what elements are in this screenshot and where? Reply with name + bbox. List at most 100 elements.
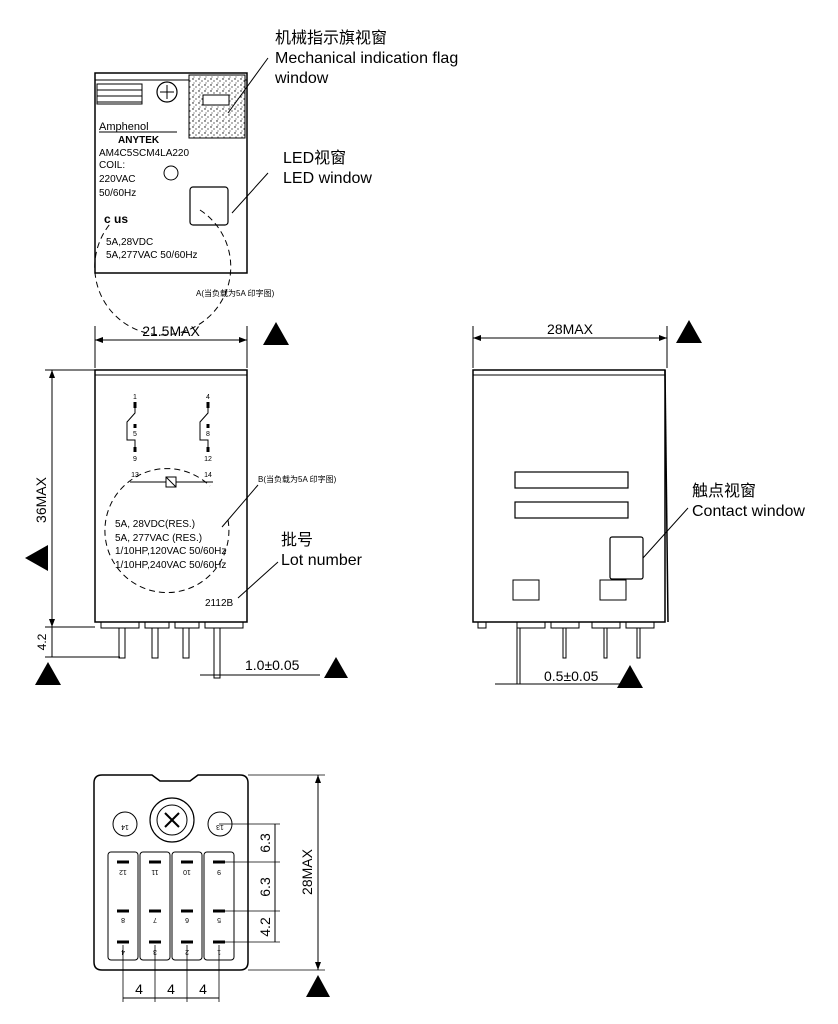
- arrow-head: [239, 337, 247, 343]
- triangle-mark: [617, 665, 643, 688]
- side-foot: [550, 621, 580, 629]
- arrow-head: [315, 775, 321, 783]
- flag-callout-cn: 机械指示旗视窗: [275, 29, 387, 47]
- arrow-head: [49, 370, 55, 378]
- pin-label-1: 1: [133, 394, 137, 401]
- flag-indicator: [202, 94, 230, 106]
- side-pin-dim: 0.5±0.05: [544, 668, 599, 684]
- test-button-icon: [156, 81, 178, 103]
- row-dim-1: 6.3: [257, 833, 273, 853]
- flag-callout-en2: window: [274, 70, 329, 87]
- base-screw: [149, 797, 195, 843]
- pin-label-13: 13: [131, 472, 139, 479]
- side-pin: [562, 627, 567, 659]
- contact-leader: [642, 507, 689, 559]
- pin-thickness-dim: 1.0±0.05: [245, 657, 300, 673]
- bottom-pin-7: 7: [153, 916, 157, 923]
- base-screw-inner: [156, 804, 188, 836]
- pin-length-dim: 4.2: [35, 633, 49, 650]
- pin-slots: [117, 860, 225, 944]
- bottom-pin-5: 5: [217, 916, 221, 923]
- pin-label-5: 5: [133, 431, 137, 438]
- side-pin: [636, 627, 641, 659]
- pin-terminal: [182, 627, 190, 659]
- side-view: 28MAX 0.5±0.05 触点视窗 Contact window: [472, 320, 805, 688]
- bottom-pin-13: 13: [216, 823, 224, 830]
- arrow-head: [95, 337, 103, 343]
- lot-leader: [237, 561, 279, 599]
- ul-mark: c us: [104, 212, 128, 226]
- bottom-pin-10: 10: [183, 868, 191, 875]
- triangle-mark: [306, 975, 330, 997]
- col-dim-3: 4: [199, 981, 207, 997]
- triangle-mark: [263, 322, 289, 345]
- arrow-head: [315, 962, 321, 970]
- flag-callout-en: Mechanical indication flag: [275, 50, 458, 67]
- triangle-mark: [676, 320, 702, 343]
- triangle-mark: [35, 662, 61, 685]
- pin-terminal: [213, 627, 221, 679]
- rating-line-4: 1/10HP,240VAC 50/60Hz: [115, 560, 226, 571]
- detail-circle-b: [104, 468, 230, 594]
- base-block: [174, 621, 200, 629]
- label-rating2: 5A,277VAC 50/60Hz: [106, 250, 198, 261]
- label-view: Amphenol ANYTEK AM4C5SCM4LA220 COIL: 220…: [94, 29, 458, 336]
- label-brand: Amphenol: [99, 121, 149, 133]
- flag-leader: [227, 57, 269, 114]
- side-foot: [625, 621, 655, 629]
- led-callout-en: LED window: [283, 170, 372, 187]
- label-sub: ANYTEK: [118, 135, 160, 146]
- triangle-mark: [25, 545, 48, 571]
- bottom-pin-12: 12: [119, 868, 127, 875]
- side-body: [472, 369, 666, 623]
- contact-switch-2: [199, 408, 209, 447]
- contact-callout-en: Contact window: [692, 503, 805, 520]
- pin-label-4: 4: [206, 394, 210, 401]
- col-dim-1: 4: [135, 981, 143, 997]
- pin-label-9: 9: [133, 456, 137, 463]
- pin-label-8: 8: [206, 431, 210, 438]
- screw-cross: [164, 812, 180, 828]
- side-vent: [514, 471, 629, 489]
- pin-label-14: 14: [204, 472, 212, 479]
- contact-switch-1: [126, 408, 136, 447]
- pin-terminal: [118, 627, 126, 659]
- label-slot: [96, 83, 143, 105]
- note-b-leader: [221, 484, 259, 528]
- coil-symbol-line: [165, 476, 177, 488]
- label-freq: 50/60Hz: [99, 188, 136, 199]
- front-height-dim: 36MAX: [33, 476, 49, 523]
- side-width-dim: 28MAX: [547, 321, 594, 337]
- side-pin: [603, 627, 608, 659]
- lot-callout-cn: 批号: [281, 531, 313, 549]
- label-coil: COIL:: [99, 160, 125, 171]
- rating-line-3: 1/10HP,120VAC 50/60Hz: [115, 546, 226, 557]
- bottom-pin-6: 6: [185, 916, 189, 923]
- bottom-pin-8: 8: [121, 916, 125, 923]
- col-dim-2: 4: [167, 981, 175, 997]
- arrow-head: [473, 335, 481, 341]
- pin-boss: [112, 811, 138, 837]
- row-dim-2: 6.3: [257, 877, 273, 897]
- triangle-mark: [324, 657, 348, 678]
- rating-line-1: 5A, 28VDC(RES.): [115, 519, 195, 530]
- base-block: [100, 621, 140, 629]
- led-window: [189, 186, 229, 226]
- front-width-dim: 21.5MAX: [142, 323, 200, 339]
- front-body: [94, 369, 248, 623]
- bottom-view: 14 13 12 11 10 9 8 7 6 5 4 3 2 1: [93, 774, 330, 1002]
- base-block: [144, 621, 170, 629]
- side-foot: [591, 621, 621, 629]
- detail-circle-a: [94, 209, 232, 336]
- note-a: A(当负载为5A 印字图): [196, 288, 275, 298]
- contact-callout-cn: 触点视窗: [692, 482, 756, 500]
- front-view: 21.5MAX 36MAX 4.2 1.0±0.05 1 4: [25, 322, 363, 685]
- rating-line-2: 5A, 277VAC (RES.): [115, 533, 202, 544]
- bottom-outline: [93, 774, 249, 971]
- lot-code: 2112B: [205, 598, 234, 609]
- arrow-head: [49, 619, 55, 627]
- side-foot: [477, 621, 487, 629]
- side-vent: [514, 501, 629, 519]
- lot-callout-en: Lot number: [281, 552, 363, 569]
- label-model: AM4C5SCM4LA220: [99, 148, 189, 159]
